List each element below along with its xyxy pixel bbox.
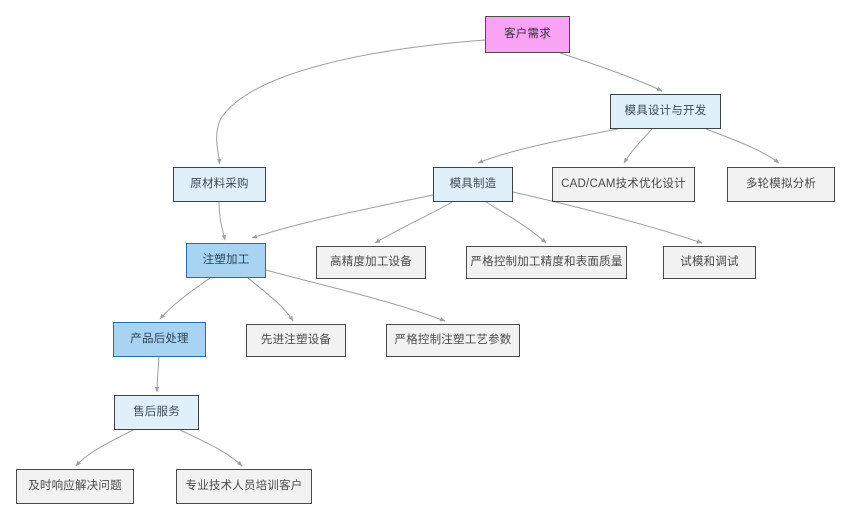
node-mold-manufacturing[interactable]: 模具制造	[433, 167, 513, 202]
node-label-timely-problem-solving: 及时响应解决问题	[28, 479, 122, 492]
node-multi-round-simulation[interactable]: 多轮模拟分析	[727, 167, 835, 202]
node-label-control-injection-parameters: 严格控制注塑工艺参数	[394, 333, 512, 346]
node-label-multi-round-simulation: 多轮模拟分析	[745, 177, 817, 190]
node-label-mold-trial-debug: 试模和调试	[680, 255, 739, 268]
edge-injection-molding-to-advanced-injection-equipment	[247, 277, 294, 322]
node-high-precision-equipment[interactable]: 高精度加工设备	[316, 246, 426, 279]
edge-mold-manufacturing-to-injection-molding	[251, 194, 434, 239]
edge-mold-design-development-to-mold-manufacturing	[477, 128, 619, 164]
edge-after-sales-service-to-timely-problem-solving	[75, 429, 134, 467]
node-label-raw-material-procurement: 原材料采购	[190, 177, 249, 190]
node-mold-trial-debug[interactable]: 试模和调试	[663, 246, 756, 279]
node-control-accuracy-surface[interactable]: 严格控制加工精度和表面质量	[466, 246, 627, 279]
node-label-mold-design-development: 模具设计与开发	[624, 104, 707, 117]
node-label-control-accuracy-surface: 严格控制加工精度和表面质量	[470, 255, 623, 268]
node-injection-molding[interactable]: 注塑加工	[186, 243, 266, 278]
node-label-advanced-injection-equipment: 先进注塑设备	[260, 333, 332, 346]
node-advanced-injection-equipment[interactable]: 先进注塑设备	[246, 324, 346, 357]
edge-customer-requirement-to-mold-design-development	[559, 52, 663, 92]
edge-raw-material-procurement-to-injection-molding	[218, 201, 226, 241]
node-label-cad-cam-optimization: CAD/CAM技术优化设计	[561, 177, 686, 190]
node-label-professional-staff-training: 专业技术人员培训客户	[185, 479, 303, 492]
node-label-product-post-processing: 产品后处理	[130, 332, 189, 345]
edge-customer-requirement-to-raw-material-procurement	[216, 39, 486, 165]
edge-injection-molding-to-product-post-processing	[159, 277, 211, 320]
edge-after-sales-service-to-professional-staff-training	[179, 429, 243, 467]
node-control-injection-parameters[interactable]: 严格控制注塑工艺参数	[386, 324, 520, 357]
edge-mold-manufacturing-to-high-precision-equipment	[374, 201, 453, 244]
node-professional-staff-training[interactable]: 专业技术人员培训客户	[176, 469, 312, 504]
edge-product-post-processing-to-after-sales-service	[154, 356, 160, 393]
node-product-post-processing[interactable]: 产品后处理	[113, 322, 206, 357]
node-timely-problem-solving[interactable]: 及时响应解决问题	[16, 469, 134, 504]
node-label-mold-manufacturing: 模具制造	[449, 177, 497, 190]
edge-mold-design-development-to-multi-round-simulation	[705, 128, 780, 164]
node-label-high-precision-equipment: 高精度加工设备	[330, 255, 412, 268]
node-label-after-sales-service: 售后服务	[133, 405, 180, 418]
node-label-injection-molding: 注塑加工	[202, 253, 250, 266]
node-after-sales-service[interactable]: 售后服务	[114, 395, 199, 430]
node-label-customer-requirement: 客户需求	[504, 27, 551, 40]
node-mold-design-development[interactable]: 模具设计与开发	[610, 94, 721, 129]
edge-mold-design-development-to-cad-cam-optimization	[623, 128, 653, 164]
node-customer-requirement[interactable]: 客户需求	[485, 16, 570, 53]
node-raw-material-procurement[interactable]: 原材料采购	[173, 167, 266, 202]
node-cad-cam-optimization[interactable]: CAD/CAM技术优化设计	[552, 167, 695, 202]
edge-mold-manufacturing-to-control-accuracy-surface	[485, 201, 547, 244]
